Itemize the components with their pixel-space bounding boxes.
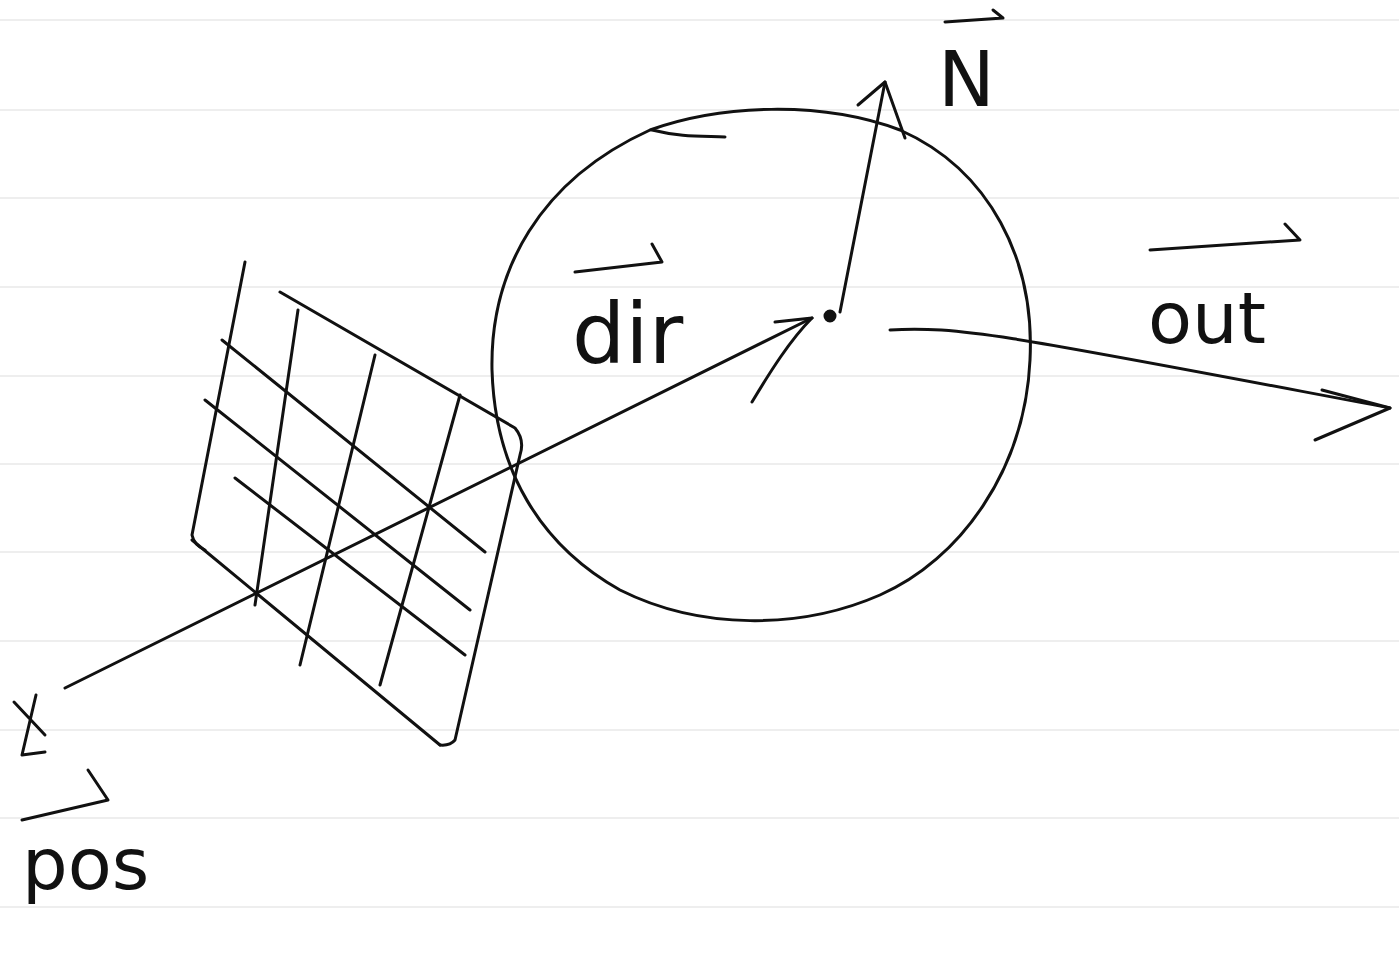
- vector-label: out: [1148, 282, 1266, 354]
- vector-arrow: [945, 10, 1003, 22]
- ruled-lines: [0, 20, 1399, 907]
- sphere-stroke: [652, 130, 725, 137]
- view-ray: [65, 318, 812, 688]
- hit-point: [825, 311, 835, 321]
- vector-label: pos: [22, 828, 149, 900]
- vector-arrow: [22, 770, 108, 820]
- normal-vector: [840, 82, 885, 312]
- arrowhead: [752, 318, 812, 402]
- out-ray: [890, 329, 1390, 408]
- arrowhead: [858, 82, 905, 138]
- image-plane-grid: [192, 262, 522, 745]
- sphere-outline: [492, 109, 1030, 620]
- arrowhead: [1315, 390, 1390, 440]
- camera-mark: [14, 695, 45, 755]
- vector-arrow: [1150, 224, 1300, 250]
- vector-arrow: [575, 244, 662, 272]
- vector-label: dir: [572, 292, 683, 376]
- vector-label: N: [938, 42, 995, 118]
